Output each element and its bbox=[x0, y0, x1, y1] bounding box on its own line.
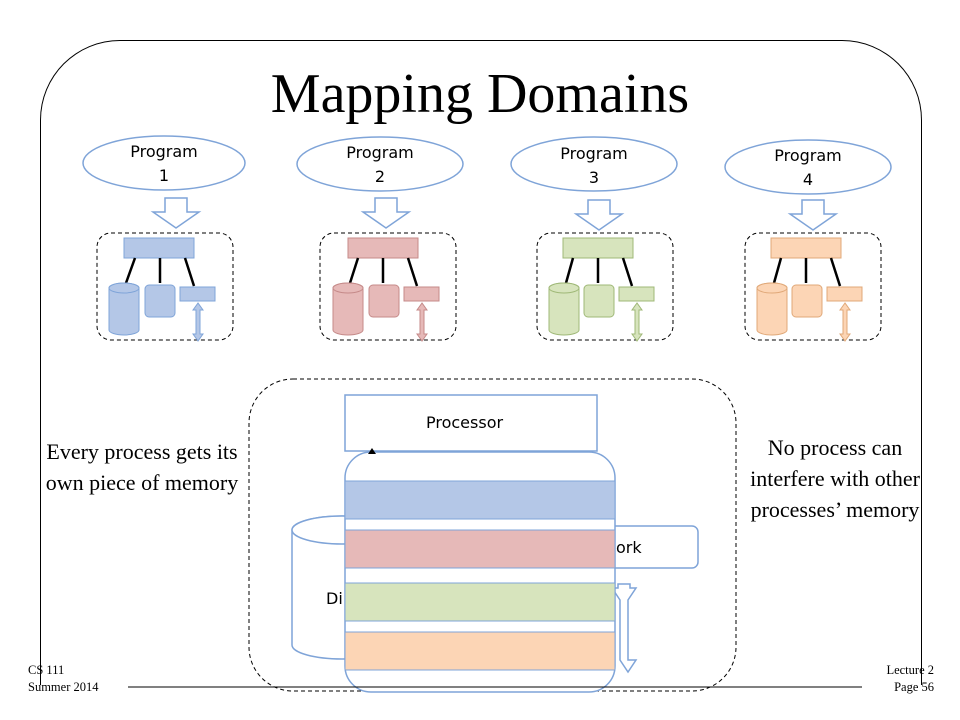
program-4-label: Program 4 bbox=[733, 144, 883, 192]
program-1-label: Program 1 bbox=[89, 140, 239, 188]
physical-machine bbox=[248, 378, 737, 693]
processor-label: Processor bbox=[426, 413, 504, 432]
processor-box bbox=[344, 394, 598, 452]
slide-frame bbox=[40, 40, 922, 685]
program-3-machine bbox=[536, 232, 674, 342]
slide-title: Mapping Domains bbox=[270, 63, 690, 125]
program-3-ellipse bbox=[510, 136, 678, 192]
program-2-label-line2: 2 bbox=[374, 167, 386, 186]
program-2-ellipse bbox=[296, 136, 464, 192]
network-label: ork bbox=[616, 538, 642, 557]
program-4-down-arrow bbox=[787, 199, 839, 231]
memory-segment-1 bbox=[344, 480, 616, 520]
program-2-label-line1: Program bbox=[346, 143, 414, 162]
program-2-label: Program 2 bbox=[305, 141, 455, 189]
right-note: No process can interfere with other proc… bbox=[750, 435, 920, 522]
page-number: Page 56 bbox=[894, 680, 934, 694]
program-4-label-line2: 4 bbox=[802, 170, 814, 189]
memory-segment-2 bbox=[344, 529, 616, 569]
left-note: Every process gets its own piece of memo… bbox=[45, 439, 239, 495]
footer-left: CS 111 Summer 2014 bbox=[28, 662, 98, 696]
program-3-label-line1: Program bbox=[560, 144, 628, 163]
program-3-label: Program 3 bbox=[519, 142, 669, 190]
memory-segment-4 bbox=[344, 631, 616, 671]
program-1-machine bbox=[96, 232, 234, 342]
program-4-label-line1: Program bbox=[774, 146, 842, 165]
program-4-ellipse bbox=[724, 139, 892, 195]
program-1-label-line1: Program bbox=[130, 142, 198, 161]
course-label: CS 111 bbox=[28, 663, 65, 677]
program-3-label-line2: 3 bbox=[588, 168, 600, 187]
disk-label: Di bbox=[326, 589, 343, 608]
lecture-label: Lecture 2 bbox=[886, 663, 934, 677]
program-3-down-arrow bbox=[573, 199, 625, 231]
footer-right: Lecture 2 Page 56 bbox=[886, 662, 934, 696]
program-1-label-line2: 1 bbox=[158, 166, 170, 185]
program-2-down-arrow bbox=[360, 197, 412, 229]
memory-arrow bbox=[610, 583, 638, 674]
term-label: Summer 2014 bbox=[28, 680, 99, 694]
memory-segment-3 bbox=[344, 582, 616, 622]
program-4-machine bbox=[744, 232, 882, 342]
program-2-machine bbox=[319, 232, 457, 342]
program-1-down-arrow bbox=[150, 197, 202, 229]
program-1-ellipse bbox=[82, 135, 246, 191]
